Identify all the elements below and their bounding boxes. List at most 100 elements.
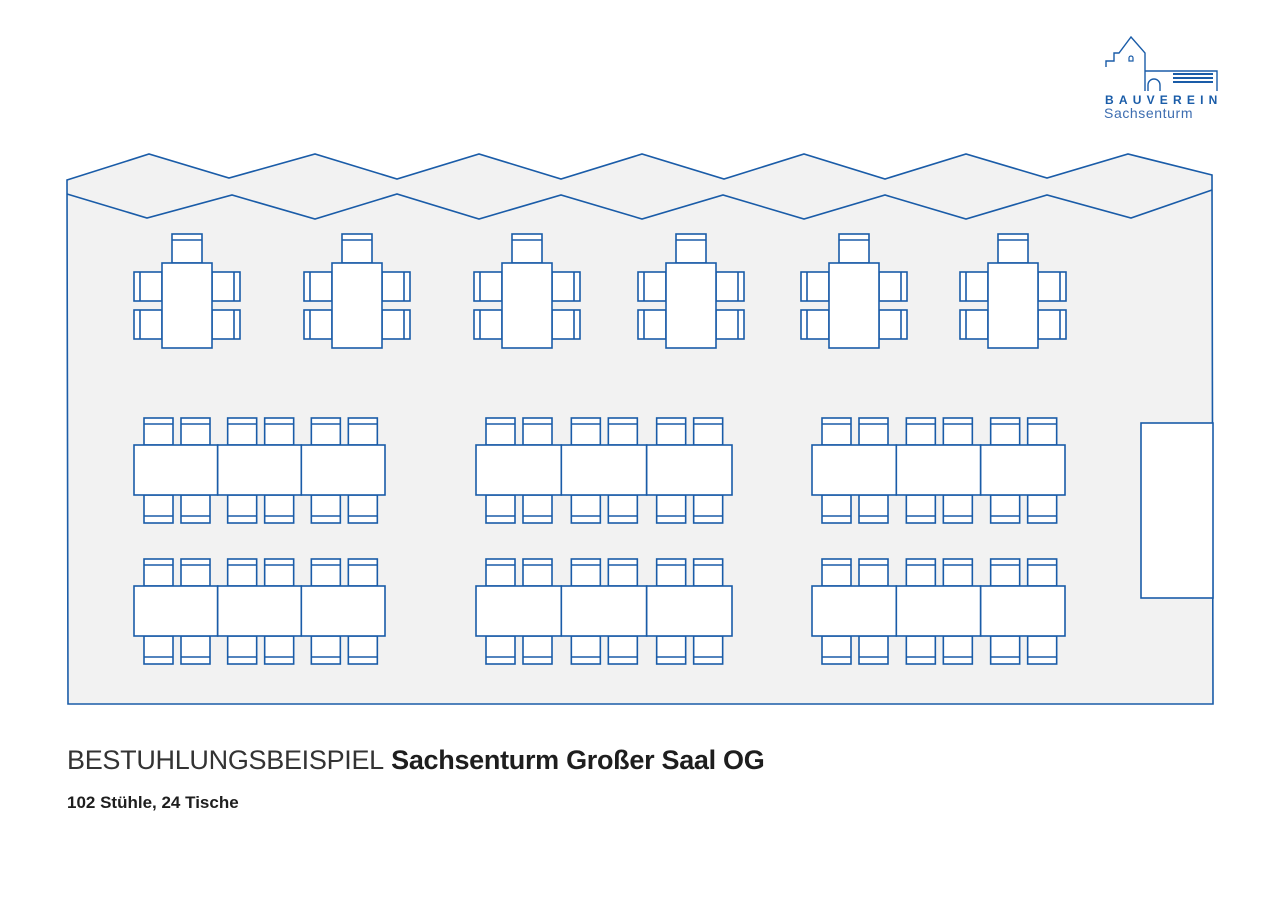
chair	[989, 494, 1021, 524]
chair	[637, 271, 667, 302]
chair	[1037, 309, 1067, 340]
table	[895, 585, 982, 637]
chair	[675, 233, 707, 264]
chair	[180, 635, 211, 665]
chair	[211, 271, 241, 302]
castle-logo-icon	[1105, 35, 1218, 91]
chair	[607, 558, 639, 587]
chair	[171, 233, 203, 264]
chair	[989, 558, 1021, 587]
chair	[180, 494, 211, 524]
chair	[905, 558, 937, 587]
chair	[800, 309, 830, 340]
logo-line2: Sachsenturm	[1104, 105, 1194, 121]
chair	[522, 494, 553, 524]
chair	[133, 271, 163, 302]
chair	[997, 233, 1029, 264]
chair	[655, 558, 687, 587]
chair	[347, 494, 379, 524]
chair	[473, 271, 503, 302]
chair	[607, 494, 639, 524]
chair	[905, 494, 937, 524]
chair	[347, 558, 379, 587]
chair	[347, 635, 379, 665]
chair	[485, 494, 516, 524]
chair	[485, 417, 516, 446]
chair	[522, 417, 553, 446]
chair	[341, 233, 373, 264]
chair	[905, 635, 937, 665]
chair	[485, 635, 516, 665]
chair	[263, 417, 295, 446]
chair	[522, 558, 553, 587]
chair	[858, 635, 889, 665]
logo-line1: BAUVEREIN	[1105, 93, 1223, 107]
table	[665, 262, 717, 349]
chair	[607, 417, 639, 446]
chair	[959, 271, 989, 302]
chair	[310, 417, 342, 446]
chair	[511, 233, 543, 264]
table	[560, 444, 648, 496]
roof-line	[66, 189, 1213, 220]
table	[331, 262, 383, 349]
chair	[226, 558, 258, 587]
chair	[381, 271, 411, 302]
table	[811, 585, 898, 637]
chair	[1026, 558, 1058, 587]
chair	[570, 558, 602, 587]
title-prefix: BESTUHLUNGSBEISPIEL	[67, 745, 384, 775]
chair	[858, 558, 889, 587]
chair	[473, 309, 503, 340]
chair	[942, 417, 974, 446]
chair	[715, 271, 745, 302]
table	[560, 585, 648, 637]
chair	[303, 309, 333, 340]
chair	[858, 417, 889, 446]
table	[300, 585, 386, 637]
chair	[522, 635, 553, 665]
chair	[959, 309, 989, 340]
chair	[226, 417, 258, 446]
chair	[310, 558, 342, 587]
chair	[607, 635, 639, 665]
chair	[143, 417, 174, 446]
chair	[692, 558, 724, 587]
chair	[655, 494, 687, 524]
chair	[989, 417, 1021, 446]
chair	[133, 309, 163, 340]
chair	[570, 635, 602, 665]
table	[645, 585, 733, 637]
chair	[143, 494, 174, 524]
table	[161, 262, 213, 349]
chair	[637, 309, 667, 340]
chair	[226, 635, 258, 665]
table	[811, 444, 898, 496]
chair	[858, 494, 889, 524]
chair	[485, 558, 516, 587]
chair	[692, 417, 724, 446]
chair	[821, 635, 852, 665]
table	[645, 444, 733, 496]
chair	[1026, 417, 1058, 446]
chair	[655, 417, 687, 446]
chair	[989, 635, 1021, 665]
chair	[692, 635, 724, 665]
chair	[655, 635, 687, 665]
chair	[942, 494, 974, 524]
chair	[570, 417, 602, 446]
chair	[551, 271, 581, 302]
chair	[1037, 271, 1067, 302]
table	[216, 585, 303, 637]
chair	[143, 635, 174, 665]
chair	[905, 417, 937, 446]
logo: BAUVEREIN Sachsenturm	[1100, 33, 1225, 123]
chair	[226, 494, 258, 524]
page-title: BESTUHLUNGSBEISPIEL Sachsenturm Großer S…	[67, 745, 765, 776]
subtitle: 102 Stühle, 24 Tische	[67, 793, 239, 812]
chair	[838, 233, 870, 264]
chair	[180, 417, 211, 446]
table	[475, 585, 563, 637]
chair	[310, 494, 342, 524]
